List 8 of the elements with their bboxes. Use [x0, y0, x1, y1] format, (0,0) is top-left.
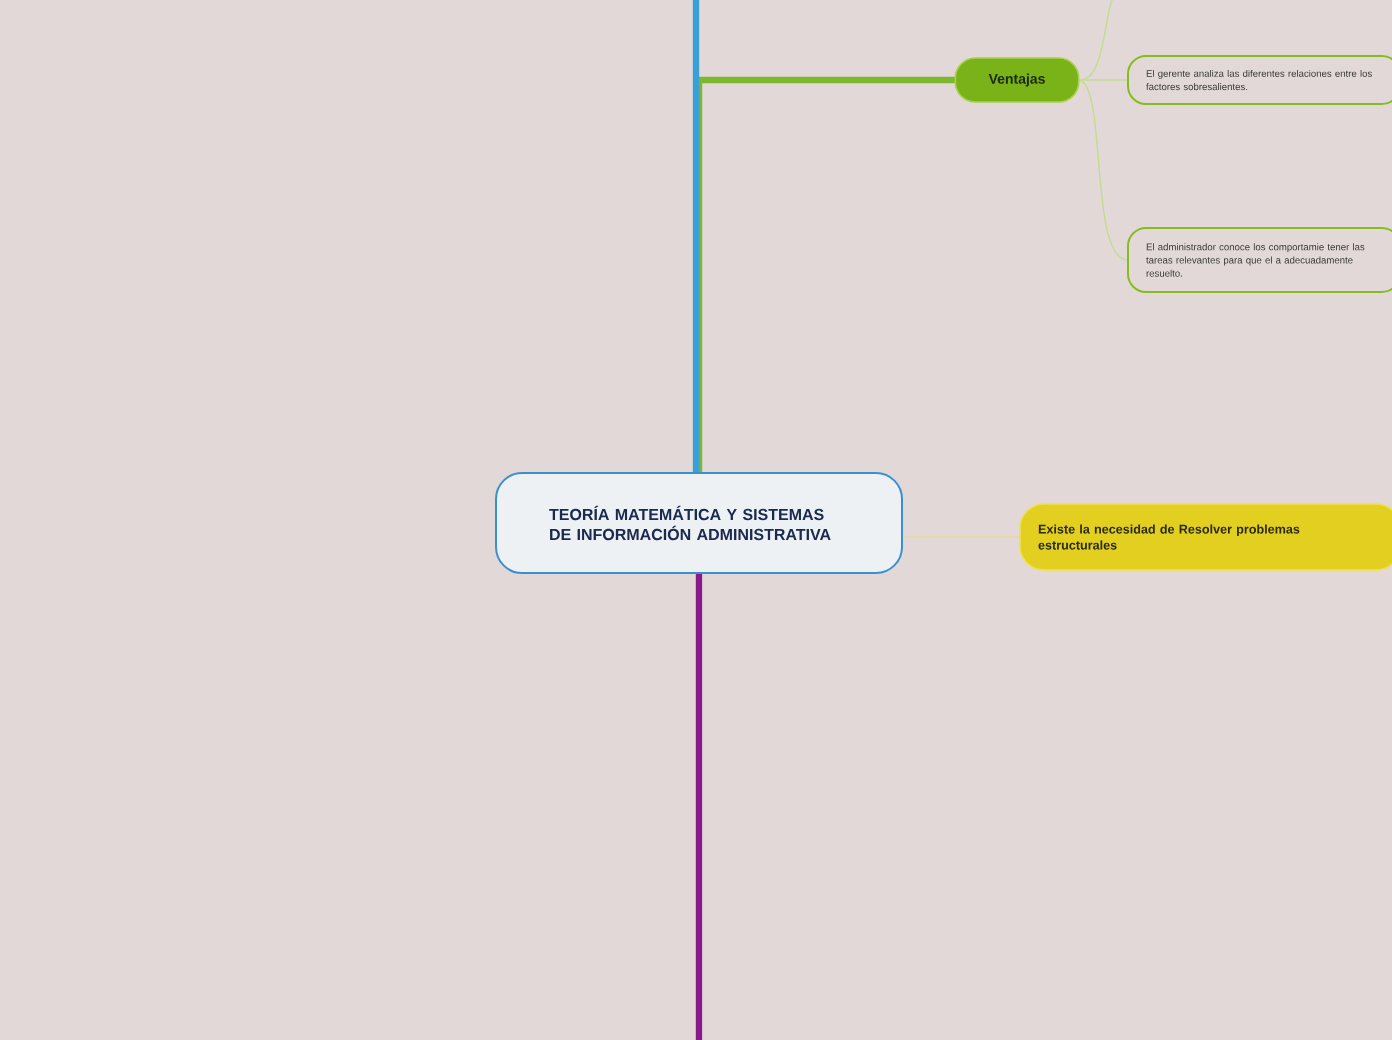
- connector-line: [692, 0, 700, 472]
- connector-line: [1077, 79, 1129, 81]
- central-topic-box: TEORÍA MATEMÁTICA Y SISTEMAS DE INFORMACIÓN ADMINISTRATIVA: [495, 472, 903, 574]
- connector-line: [695, 76, 956, 472]
- connector-line: [1079, 0, 1113, 81]
- connector-line: [901, 536, 1021, 538]
- connector-line: [1077, 79, 1129, 261]
- connector-line: [695, 574, 703, 1040]
